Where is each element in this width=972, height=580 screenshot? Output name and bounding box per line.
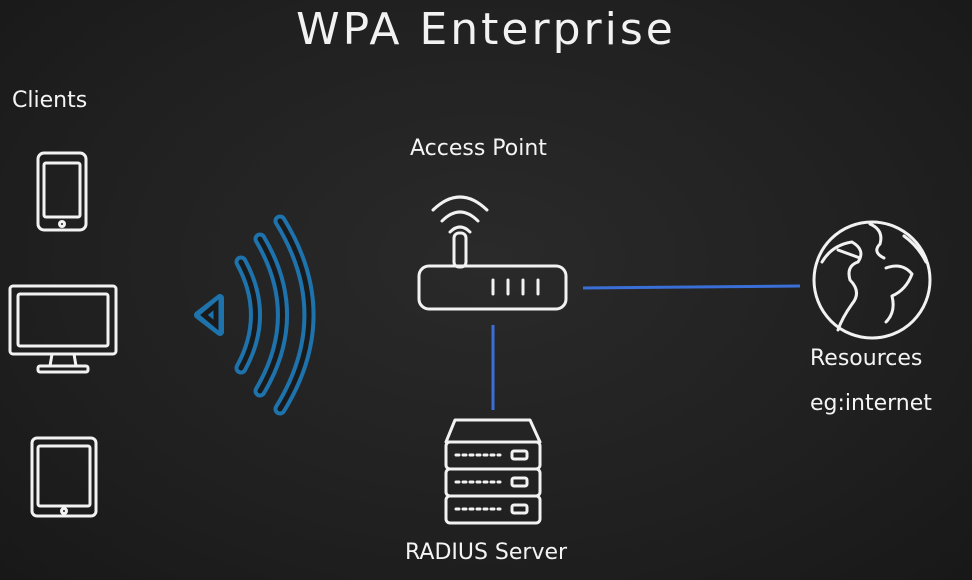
- ap-to-resources-link: [582, 284, 801, 290]
- globe-icon: [812, 220, 932, 340]
- tablet-icon: [30, 436, 98, 518]
- clients-label: Clients: [12, 88, 88, 113]
- radius-server-label: RADIUS Server: [405, 540, 568, 565]
- resources-sub-label: eg:internet: [810, 391, 932, 416]
- smartphone-icon: [36, 151, 88, 232]
- server-rack-icon: [444, 418, 542, 525]
- diagram-title: WPA Enterprise: [296, 4, 676, 55]
- access-point-label: Access Point: [410, 136, 547, 161]
- router-icon: [417, 195, 568, 311]
- monitor-icon: [8, 284, 118, 374]
- resources-label: Resources: [810, 346, 923, 371]
